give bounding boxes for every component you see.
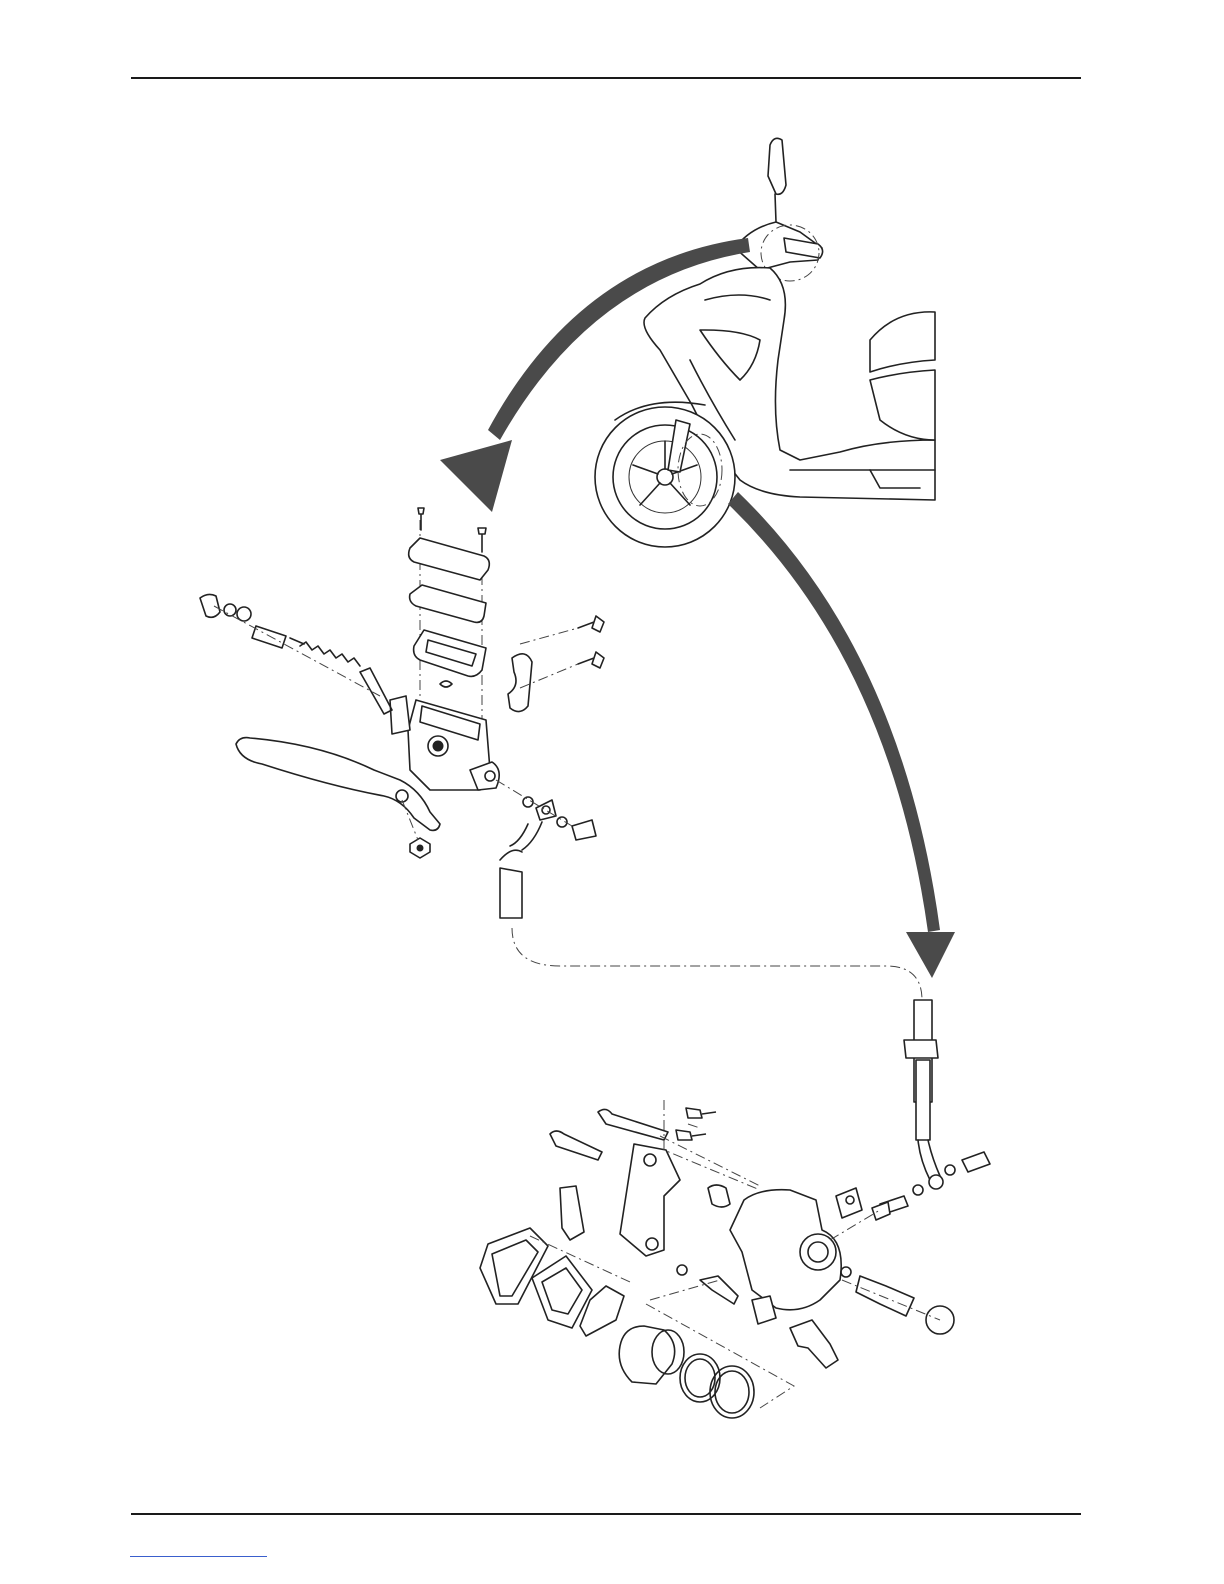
hose-routing-line bbox=[512, 928, 922, 1000]
brake-hose bbox=[880, 1000, 990, 1214]
brake-master-cylinder-assembly bbox=[200, 508, 604, 918]
scooter-overview bbox=[595, 138, 935, 547]
down-arrow-to-caliper-icon bbox=[728, 492, 955, 978]
front-brake-caliper-assembly bbox=[480, 1100, 954, 1418]
